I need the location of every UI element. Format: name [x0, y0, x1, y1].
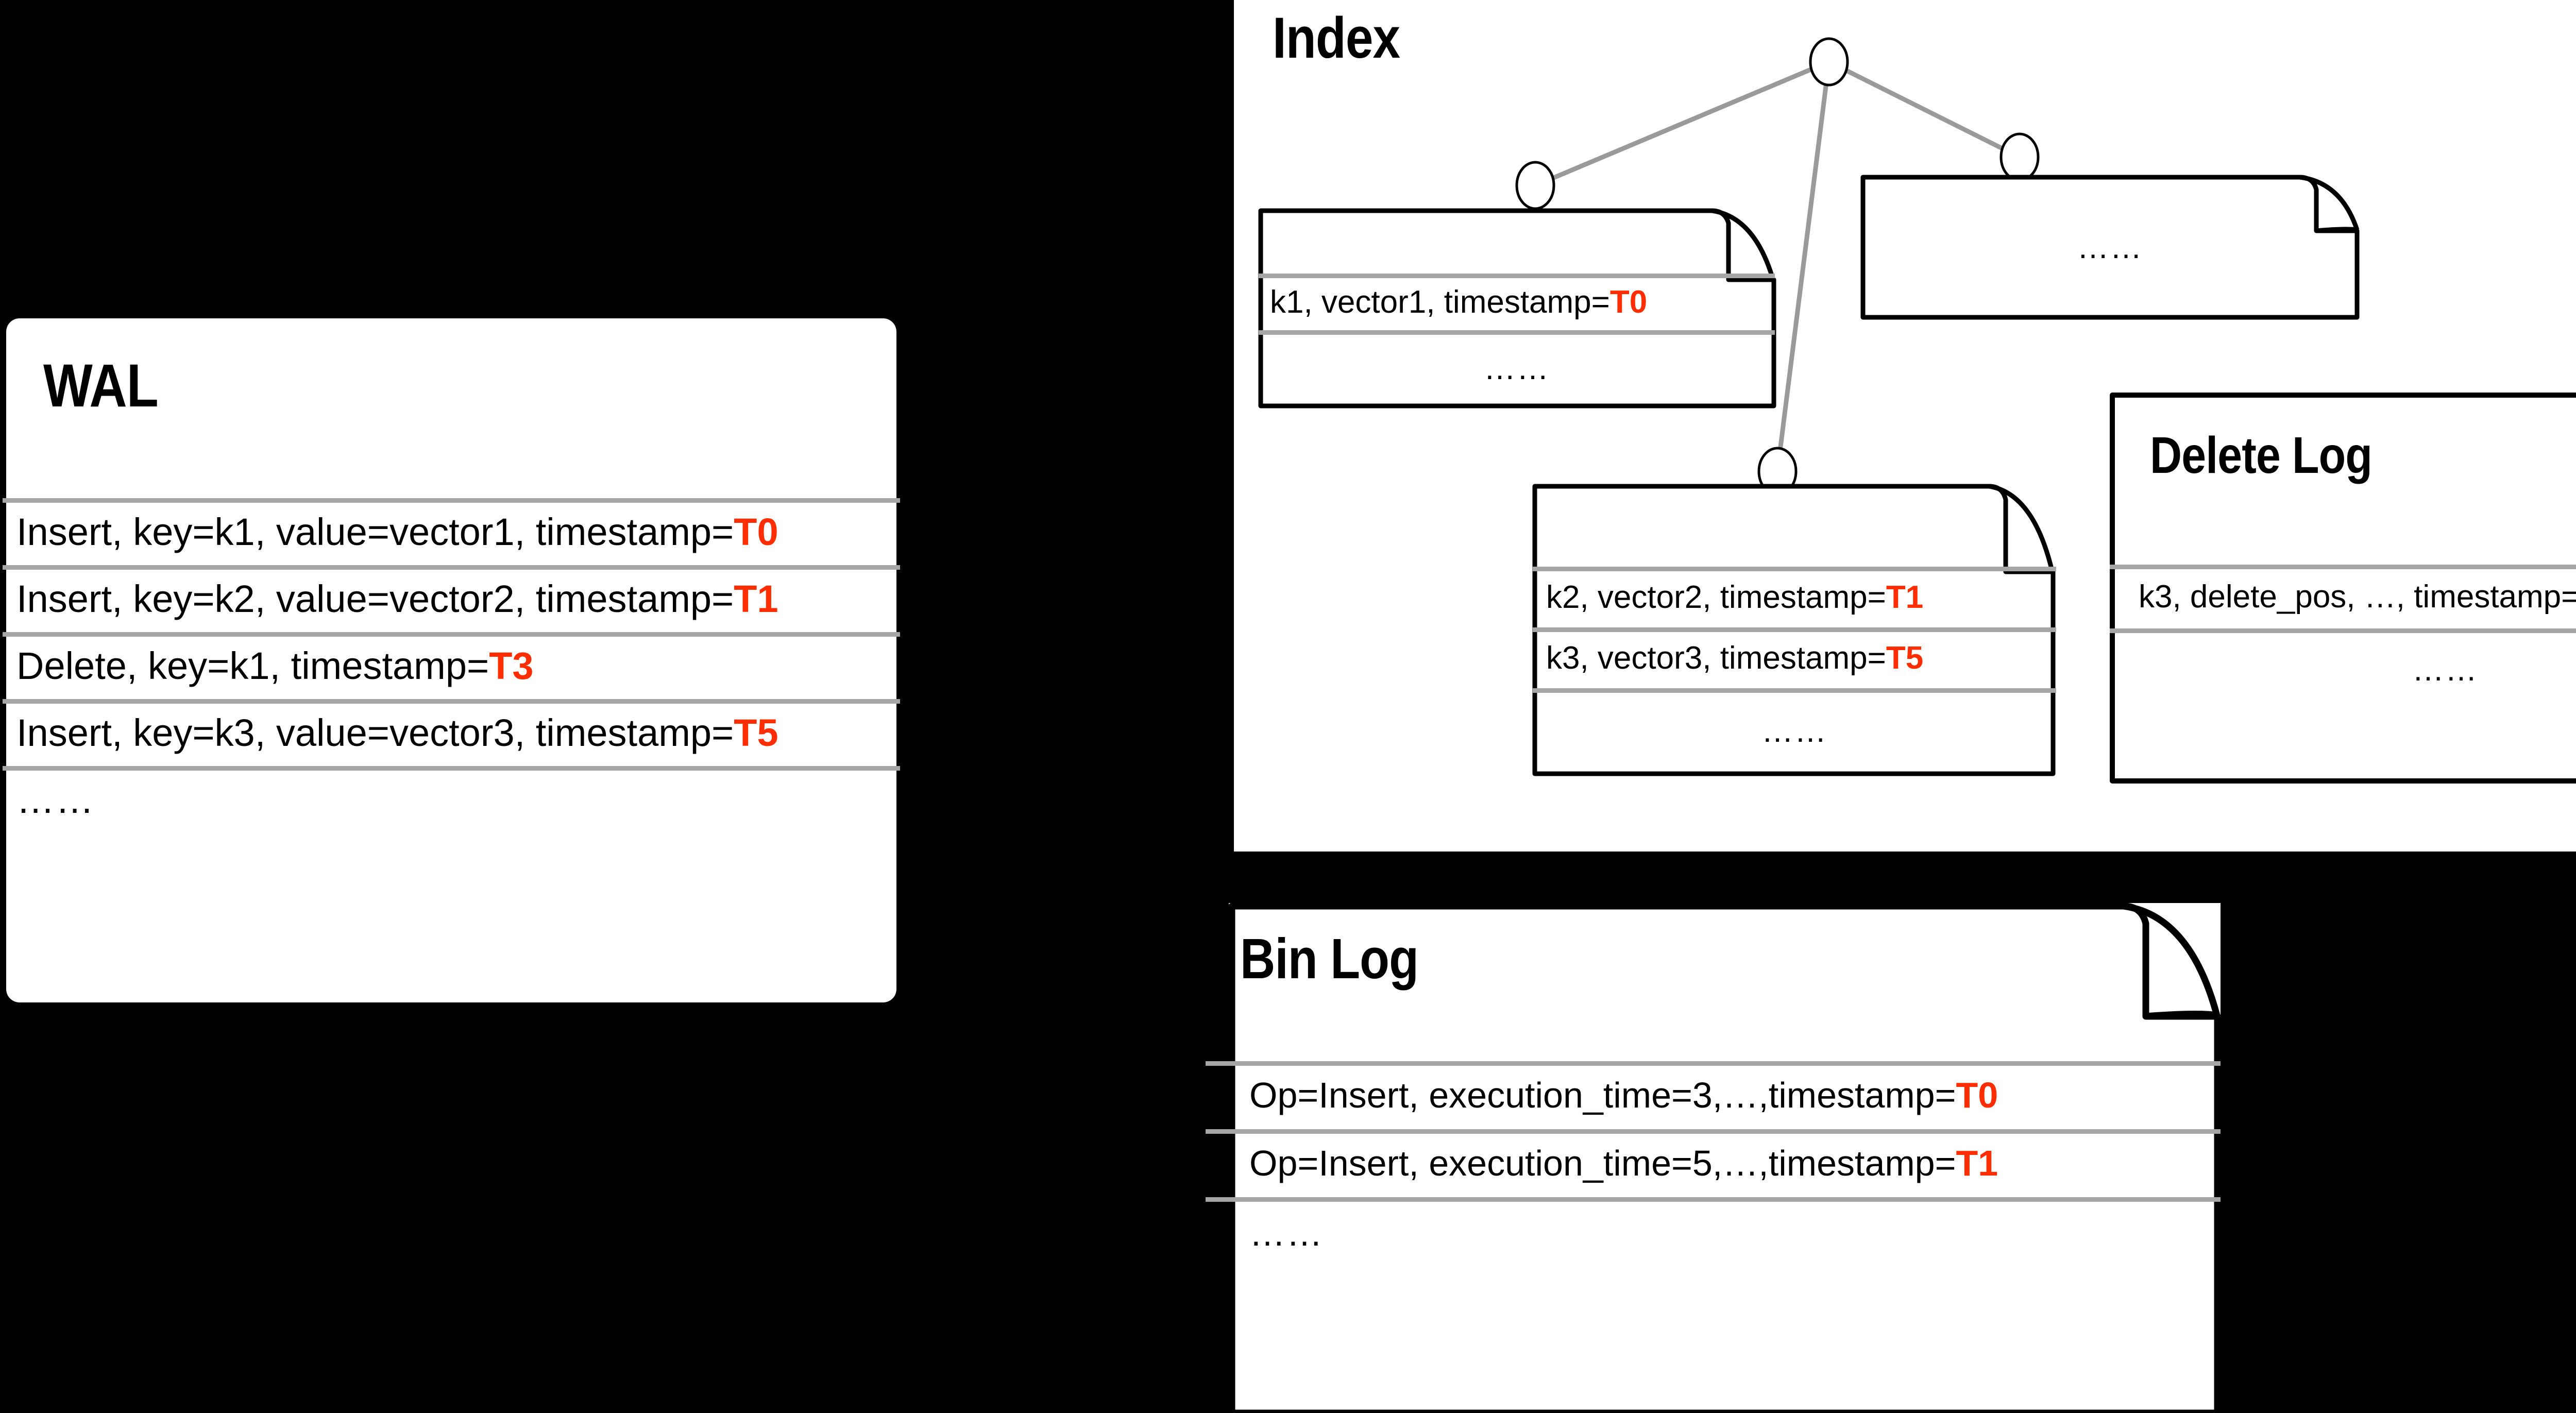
k2k3-separator-0	[1533, 567, 2056, 571]
wal-row-4: ……	[6, 766, 896, 833]
tree-edge-root-left	[1534, 59, 1830, 188]
k2k3-row-1: k3, vector3, timestamp=T5	[1533, 627, 2056, 688]
k2k3-row-1-text: k3, vector3, timestamp=	[1546, 640, 1886, 676]
delete-log-row-1: ……	[2110, 628, 2576, 711]
bin-log-row-2-text: ……	[1249, 1213, 1324, 1253]
k1-row-0-text: k1, vector1, timestamp=	[1270, 284, 1610, 320]
bin-log-row-0-text: Op=Insert, execution_time=3,…,timestamp=	[1249, 1075, 1956, 1115]
k1-row-0-timestamp: T0	[1609, 284, 1648, 320]
bin-log-row-2: ……	[1229, 1197, 2221, 1269]
wal-panel: WAL Insert, key=k1, value=vector1, times…	[3, 318, 900, 1002]
wal-row-3-timestamp: T5	[734, 711, 778, 754]
index-panel: Index k1, vector1, timestamp=T0	[1234, 0, 2576, 852]
note-frame-bin-log	[1228, 903, 2221, 1413]
k1-row-1: ……	[1259, 330, 1775, 406]
wal-row-2-timestamp: T3	[489, 644, 534, 687]
note-frame-ellipsis	[1860, 175, 2360, 320]
wal-row-0-text: Insert, key=k1, value=vector1, timestamp…	[16, 510, 734, 553]
bin-log-row-1: Op=Insert, execution_time=5,…,timestamp=…	[1229, 1129, 2221, 1197]
wal-row-1-timestamp: T1	[734, 577, 778, 620]
bin-log-card: Bin Log Op=Insert, execution_time=3,…,ti…	[1206, 903, 2221, 1413]
note-frame-k1	[1258, 208, 1776, 408]
delete-log-separator-0	[2110, 565, 2576, 569]
k2k3-row-1-timestamp: T5	[1886, 640, 1924, 676]
bin-log-title: Bin Log	[1240, 927, 1419, 991]
wal-title: WAL	[43, 352, 159, 420]
wal-row-2-text: Delete, key=k1, timestamp=	[16, 644, 489, 687]
ellipsis-card-text: ……	[2077, 229, 2143, 265]
k1-separator-1	[1259, 330, 1775, 335]
k2k3-row-0-text: k2, vector2, timestamp=	[1546, 579, 1886, 615]
delete-log-row-0-text: k3, delete_pos, …, timestamp=	[2139, 578, 2576, 615]
wal-row-4-text: ……	[16, 778, 95, 821]
bin-log-separator-2	[1206, 1197, 2221, 1202]
wal-separator-1	[3, 565, 900, 570]
k2k3-separator-2	[1533, 688, 2056, 693]
wal-separator-4	[3, 766, 900, 771]
index-card-ellipsis: ……	[1860, 175, 2360, 320]
delete-log-title: Delete Log	[2150, 427, 2372, 484]
wal-separator-3	[3, 699, 900, 704]
delete-log-row-0: k3, delete_pos, …, timestamp=T3	[2110, 565, 2576, 628]
wal-row-1-text: Insert, key=k2, value=vector2, timestamp…	[16, 577, 734, 620]
delete-log-separator-1	[2110, 628, 2576, 633]
wal-row-0: Insert, key=k1, value=vector1, timestamp…	[6, 498, 896, 565]
wal-row-3-text: Insert, key=k3, value=vector3, timestamp…	[16, 711, 734, 754]
bin-log-row-1-timestamp: T1	[1956, 1143, 1998, 1183]
index-card-k1: k1, vector1, timestamp=T0 ……	[1258, 208, 1776, 408]
delete-log-row-1-text: ……	[2412, 652, 2478, 688]
wal-row-3: Insert, key=k3, value=vector3, timestamp…	[6, 699, 896, 766]
k2k3-row-2: ……	[1533, 688, 2056, 774]
k2k3-row-0-timestamp: T1	[1886, 579, 1924, 615]
k2k3-row-0: k2, vector2, timestamp=T1	[1533, 567, 2056, 627]
k1-row-1-text: ……	[1484, 350, 1550, 386]
wal-row-2: Delete, key=k1, timestamp=T3	[6, 632, 896, 699]
k2k3-row-2-text: ……	[1761, 713, 1827, 749]
tree-node-left	[1515, 161, 1555, 210]
index-title: Index	[1273, 6, 1400, 70]
wal-row-0-timestamp: T0	[734, 510, 778, 553]
ellipsis-card-row-0: ……	[1861, 224, 2359, 270]
index-card-k2-k3: k2, vector2, timestamp=T1 k3, vector3, t…	[1532, 484, 2056, 776]
tree-node-right	[1999, 132, 2040, 182]
k2k3-separator-1	[1533, 627, 2056, 632]
wal-separator-2	[3, 632, 900, 637]
delete-log-card: Delete Log k3, delete_pos, …, timestamp=…	[2110, 393, 2576, 784]
bin-log-separator-1	[1206, 1129, 2221, 1134]
k1-row-0: k1, vector1, timestamp=T0	[1259, 274, 1775, 330]
bin-log-row-1-text: Op=Insert, execution_time=5,…,timestamp=	[1249, 1143, 1956, 1183]
bin-log-row-0-timestamp: T0	[1956, 1075, 1998, 1115]
wal-row-1: Insert, key=k2, value=vector2, timestamp…	[6, 565, 896, 632]
tree-node-root	[1809, 37, 1849, 87]
k1-separator-0	[1259, 274, 1775, 278]
bin-log-separator-0	[1206, 1061, 2221, 1066]
note-frame-delete-log	[2110, 393, 2576, 784]
tree-edge-root-right	[1827, 59, 2021, 160]
bin-log-row-0: Op=Insert, execution_time=3,…,timestamp=…	[1229, 1061, 2221, 1129]
tree-edge-root-middle	[1775, 61, 1832, 472]
wal-separator-0	[3, 498, 900, 503]
